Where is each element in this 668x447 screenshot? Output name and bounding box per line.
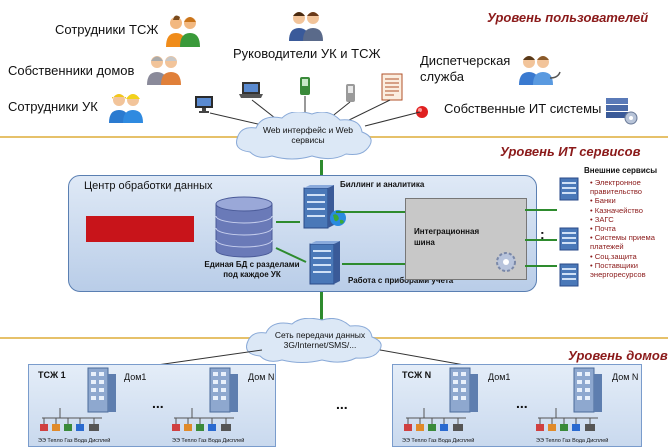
external-services-list: • Электронное правительство• Банки• Казн… bbox=[590, 178, 666, 279]
external-service-item: • ЗАГС bbox=[590, 214, 614, 224]
connector-line bbox=[320, 160, 323, 176]
cloud-network-label: Сеть передачи данных 3G/Internet/SMS/... bbox=[274, 330, 366, 350]
group-n-meters-a: ЭЭ Тепло Газ Вода Дисплей bbox=[402, 438, 475, 444]
level-title-houses: Уровень домов bbox=[568, 348, 668, 363]
group-1-ellipsis: ... bbox=[152, 395, 164, 411]
external-ellipsis: : bbox=[540, 226, 545, 242]
people-icon bbox=[147, 56, 181, 85]
group-n-meters-b: ЭЭ Тепло Газ Вода Дисплей bbox=[536, 438, 609, 444]
server-icon bbox=[559, 227, 579, 251]
label-managers: Руководители УК и ТСЖ bbox=[233, 46, 381, 61]
external-service-item: • Соц.защита bbox=[590, 251, 637, 261]
server-icon bbox=[559, 177, 579, 201]
cloud-network bbox=[246, 318, 382, 363]
group-1-meters-b: ЭЭ Тепло Газ Вода Дисплей bbox=[172, 438, 245, 444]
level-title-users: Уровень пользователей bbox=[487, 10, 649, 25]
group-1-meters-a: ЭЭ Тепло Газ Вода Дисплей bbox=[38, 438, 111, 444]
external-service-item: • Поставщики энергоресурсов bbox=[590, 260, 646, 280]
external-service-item: • Казначейство bbox=[590, 205, 643, 215]
server-gear-icon bbox=[606, 98, 638, 125]
external-services-title: Внешние сервисы bbox=[584, 166, 658, 175]
label-mc-staff: Сотрудники УК bbox=[8, 99, 98, 114]
external-service-item: • Банки bbox=[590, 196, 616, 206]
gear-icon bbox=[496, 252, 516, 272]
people-icon bbox=[166, 15, 200, 47]
group-n-house-a: Дом1 bbox=[488, 372, 511, 382]
external-service-item: • Электронное правительство bbox=[590, 178, 643, 197]
external-service-item: • Почта bbox=[590, 224, 616, 234]
phone-icon bbox=[300, 77, 310, 95]
pda-icon bbox=[346, 84, 355, 102]
label-own-it: Собственные ИТ системы bbox=[444, 101, 602, 116]
group-1-label: ТСЖ 1 bbox=[38, 370, 66, 380]
red-bar bbox=[86, 216, 194, 242]
meters-label: Работа с приборами учета bbox=[348, 276, 454, 285]
external-service-item: • Системы приема платежей bbox=[590, 233, 655, 252]
laptop-icon bbox=[239, 82, 263, 98]
group-1-house-b: Дом N bbox=[248, 372, 275, 382]
db-label: Единая БД с разделами под каждое УК bbox=[204, 260, 300, 279]
alarm-light-icon bbox=[416, 106, 428, 118]
group-n-ellipsis: ... bbox=[516, 395, 528, 411]
level-title-it: Уровень ИТ сервисов bbox=[500, 144, 641, 159]
database-icon bbox=[215, 196, 273, 258]
server-icon bbox=[303, 185, 334, 229]
building-and-meters-layer bbox=[39, 367, 603, 432]
internal-connectors bbox=[275, 209, 557, 267]
label-home-owners: Собственники домов bbox=[8, 63, 135, 78]
label-dispatch: Диспетчерская служба bbox=[420, 53, 511, 84]
billing-label: Биллинг и аналитика bbox=[340, 180, 425, 189]
cloud-web bbox=[236, 112, 372, 160]
people-icon bbox=[109, 94, 143, 123]
people-icon bbox=[289, 12, 323, 41]
integration-bus-label: Интеграционная шина bbox=[414, 227, 480, 247]
globe-icon bbox=[330, 210, 346, 226]
group-1-house-a: Дом1 bbox=[124, 372, 147, 382]
connector-line bbox=[320, 290, 323, 322]
cloud-web-label: Web интерфейс и Web сервисы bbox=[263, 125, 353, 145]
document-icon bbox=[381, 73, 403, 101]
house-connectors bbox=[149, 349, 471, 367]
label-hoa-staff: Сотрудники ТСЖ bbox=[55, 22, 159, 37]
monitor-icon bbox=[195, 96, 213, 113]
groups-ellipsis: ... bbox=[336, 396, 348, 412]
group-n-house-b: Дом N bbox=[612, 372, 639, 382]
group-n-label: ТСЖ N bbox=[402, 370, 432, 380]
server-icon bbox=[559, 263, 579, 287]
server-icon bbox=[309, 241, 340, 285]
data-center-title: Центр обработки данных bbox=[84, 180, 213, 192]
people-icon bbox=[519, 56, 561, 85]
